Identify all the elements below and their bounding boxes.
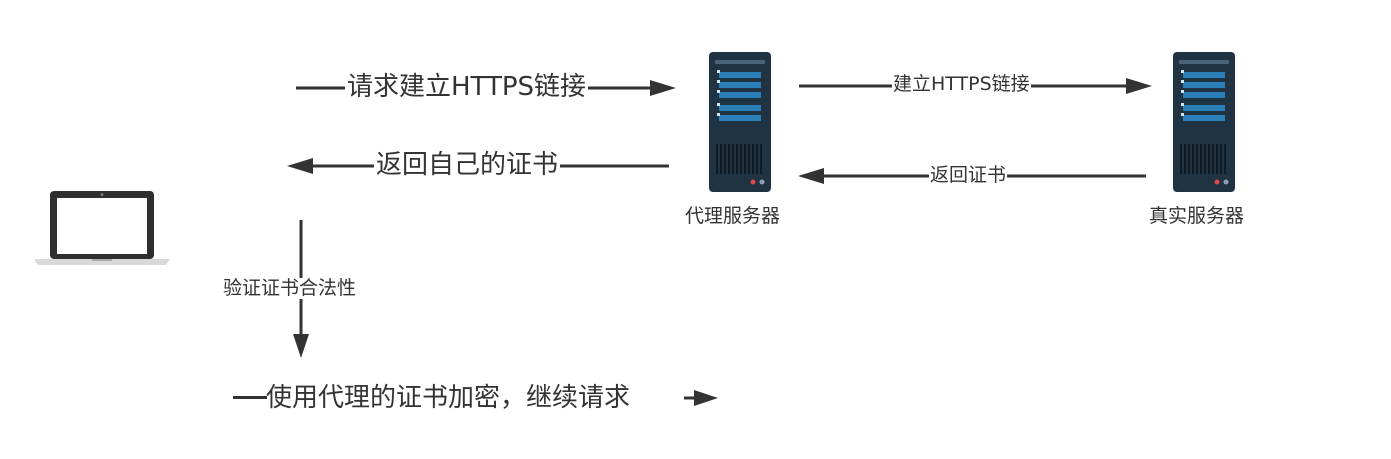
verify-cert-label: 验证证书合法性 — [222, 277, 358, 299]
proxy-server-label: 代理服务器 — [685, 205, 781, 227]
laptop-icon — [34, 191, 170, 265]
return-own-cert-arrowhead — [287, 158, 313, 174]
continue-request-leading-dash — [233, 396, 267, 399]
verify-cert-arrowhead — [293, 334, 309, 358]
return-own-cert-label: 返回自己的证书 — [374, 150, 561, 180]
real-server-icon — [1173, 52, 1235, 192]
real-server-label: 真实服务器 — [1149, 205, 1245, 227]
establish-https-label: 建立HTTPS链接 — [892, 73, 1031, 95]
return-cert-label: 返回证书 — [929, 164, 1008, 186]
return-cert-arrowhead — [798, 168, 824, 184]
establish-https-arrowhead — [1126, 78, 1152, 94]
request-https-arrowhead — [650, 80, 676, 96]
continue-request-arrowhead — [694, 390, 718, 406]
request-https-label: 请求建立HTTPS链接 — [345, 72, 589, 102]
proxy-server-icon — [709, 52, 771, 192]
continue-request-label: 使用代理的证书加密，继续请求 — [266, 383, 631, 413]
